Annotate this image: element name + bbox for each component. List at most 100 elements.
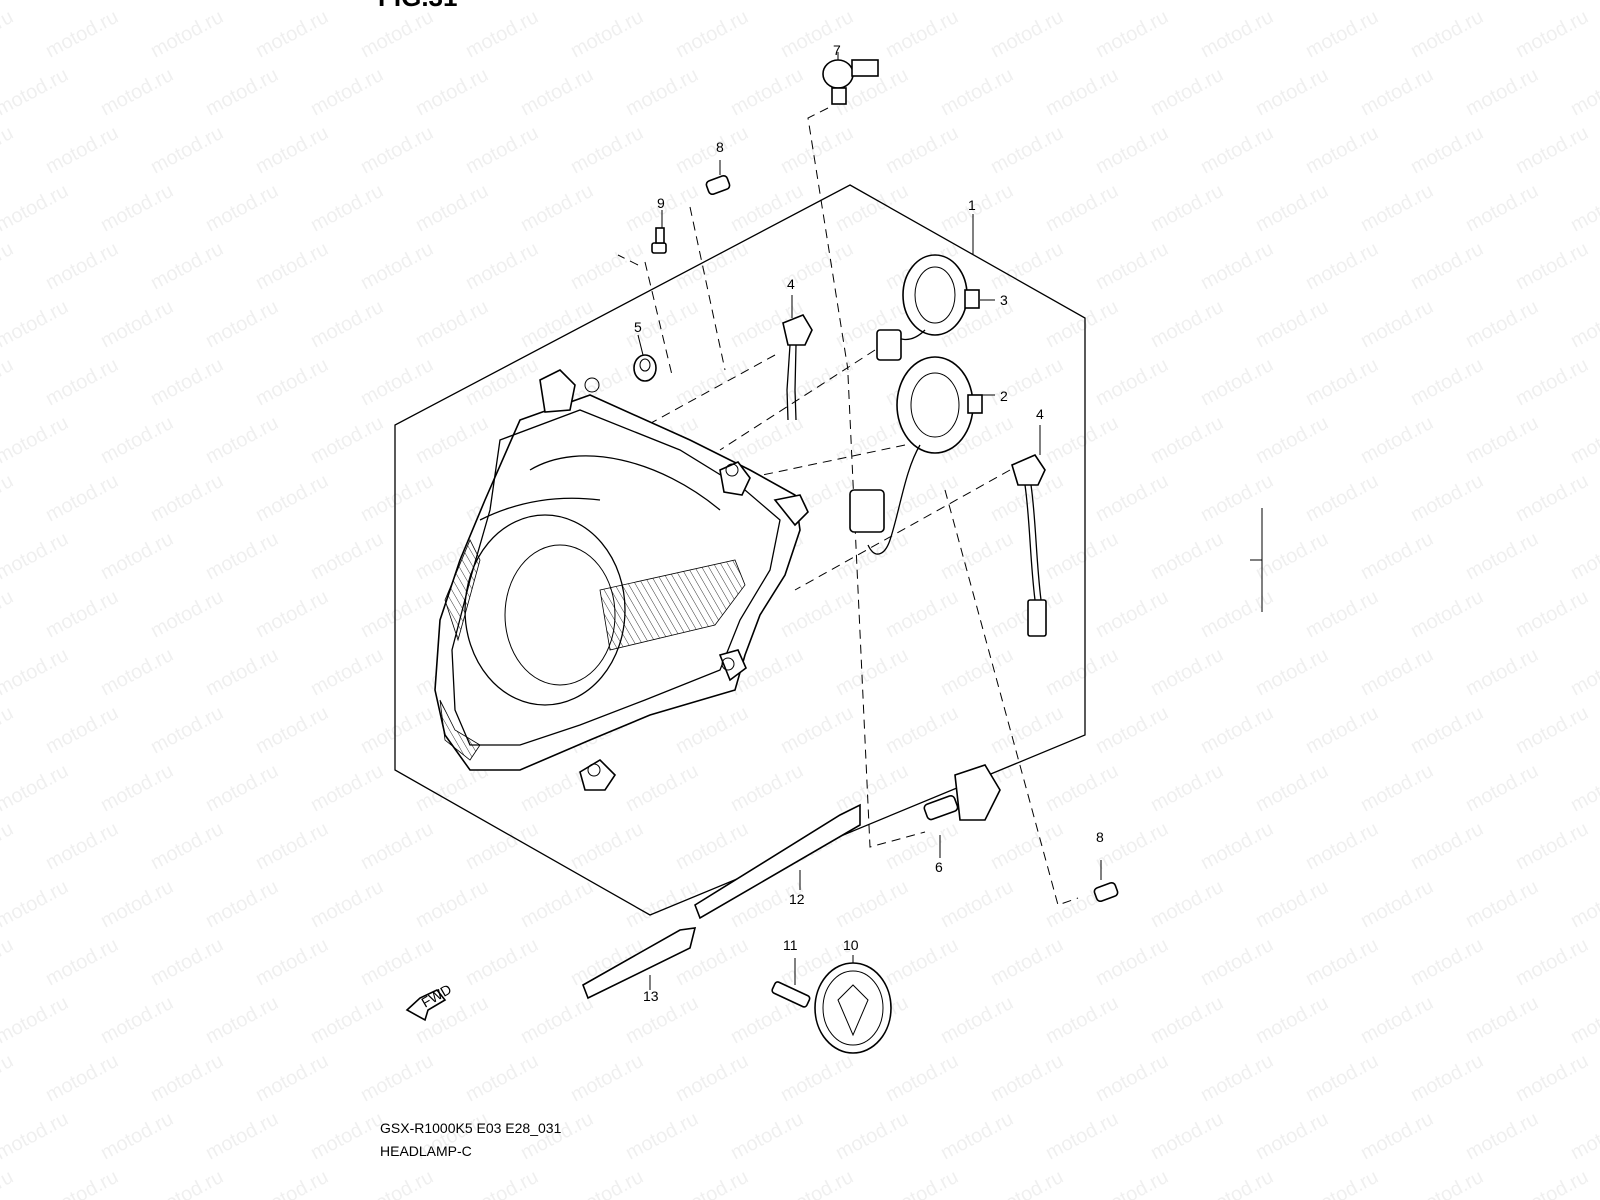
watermark-text: motod.ru <box>1357 876 1437 932</box>
watermark-text: motod.ru <box>1407 470 1487 526</box>
watermark-text: motod.ru <box>1197 1166 1277 1200</box>
watermark-text: motod.ru <box>1092 238 1172 294</box>
watermark-text: motod.ru <box>97 644 177 700</box>
watermark-text: motod.ru <box>147 354 227 410</box>
watermark-text: motod.ru <box>672 1166 752 1200</box>
watermark-text: motod.ru <box>1407 238 1487 294</box>
watermark-text: motod.ru <box>357 238 437 294</box>
watermark-text: motod.ru <box>412 296 492 352</box>
part-8-wedge-bulb-upper <box>705 160 731 196</box>
watermark-text: motod.ru <box>622 992 702 1048</box>
watermark-text: motod.ru <box>832 876 912 932</box>
watermark-text: motod.ru <box>1512 934 1592 990</box>
watermark-text: motod.ru <box>202 992 282 1048</box>
watermark-text: motod.ru <box>97 0 177 4</box>
watermark-text: motod.ru <box>1512 470 1592 526</box>
watermark-text: motod.ru <box>1147 992 1227 1048</box>
watermark-text: motod.ru <box>672 354 752 410</box>
watermark-text: motod.ru <box>42 586 122 642</box>
watermark-text: motod.ru <box>987 122 1067 178</box>
watermark-text: motod.ru <box>1357 528 1437 584</box>
watermark-text: motod.ru <box>252 1050 332 1106</box>
watermark-text: motod.ru <box>987 1166 1067 1200</box>
watermark-text: motod.ru <box>727 412 807 468</box>
watermark-text: motod.ru <box>0 528 72 584</box>
watermark-text: motod.ru <box>0 1166 17 1200</box>
watermark-text: motod.ru <box>1197 586 1277 642</box>
watermark-text: motod.ru <box>777 1166 857 1200</box>
part-4-socket-upper <box>782 295 813 421</box>
watermark-text: motod.ru <box>307 992 387 1048</box>
watermark-text: motod.ru <box>0 296 72 352</box>
watermark-text: motod.ru <box>567 818 647 874</box>
callout-2: 2 <box>1000 388 1008 404</box>
watermark-text: motod.ru <box>307 528 387 584</box>
watermark-text: motod.ru <box>987 934 1067 990</box>
part-11-pin <box>771 958 811 1008</box>
watermark-text: motod.ru <box>357 470 437 526</box>
callout-12: 12 <box>789 891 805 907</box>
watermark-text: motod.ru <box>622 760 702 816</box>
watermark-text: motod.ru <box>252 702 332 758</box>
watermark-text: motod.ru <box>307 1108 387 1164</box>
watermark-text: motod.ru <box>0 238 17 294</box>
watermark-text: motod.ru <box>517 1108 597 1164</box>
watermark-text: motod.ru <box>1512 6 1592 62</box>
watermark-text: motod.ru <box>252 6 332 62</box>
watermark-text: motod.ru <box>202 876 282 932</box>
watermark-text: motod.ru <box>1567 0 1600 4</box>
watermark-text: motod.ru <box>307 760 387 816</box>
watermark-text: motod.ru <box>412 412 492 468</box>
watermark-text: motod.ru <box>567 238 647 294</box>
watermark-text: motod.ru <box>202 412 282 468</box>
part-2-socket-ring <box>849 356 995 555</box>
watermark-text: motod.ru <box>42 702 122 758</box>
watermark-text: motod.ru <box>1252 412 1332 468</box>
watermark-text: motod.ru <box>462 1166 542 1200</box>
watermark-text: motod.ru <box>357 586 437 642</box>
watermark-text: motod.ru <box>42 1050 122 1106</box>
watermark-text: motod.ru <box>1512 586 1592 642</box>
watermark-text: motod.ru <box>517 64 597 120</box>
edge-guide-marks <box>1250 508 1263 612</box>
watermark-text: motod.ru <box>357 702 437 758</box>
watermark-text: motod.ru <box>937 180 1017 236</box>
watermark-text: motod.ru <box>252 818 332 874</box>
watermark-text: motod.ru <box>1407 702 1487 758</box>
watermark-text: motod.ru <box>1252 876 1332 932</box>
watermark-text: motod.ru <box>1567 1108 1600 1164</box>
watermark-text: motod.ru <box>622 0 702 4</box>
part-10-cap <box>814 955 892 1054</box>
watermark-text: motod.ru <box>1462 876 1542 932</box>
watermark-text: motod.ru <box>42 122 122 178</box>
watermark-text: motod.ru <box>252 934 332 990</box>
watermark-text: motod.ru <box>147 1166 227 1200</box>
part-3-socket-ring <box>876 254 995 361</box>
watermark-text: motod.ru <box>832 760 912 816</box>
watermark-text: motod.ru <box>462 238 542 294</box>
watermark-text: motod.ru <box>1462 528 1542 584</box>
watermark-text: motod.ru <box>0 586 17 642</box>
watermark-text: motod.ru <box>97 528 177 584</box>
watermark-text: motod.ru <box>1147 644 1227 700</box>
watermark-text: motod.ru <box>307 296 387 352</box>
watermark-text: motod.ru <box>1512 122 1592 178</box>
part-9-screw <box>651 210 667 254</box>
watermark-text: motod.ru <box>1252 296 1332 352</box>
watermark-text: motod.ru <box>0 702 17 758</box>
watermark-text: motod.ru <box>832 0 912 4</box>
watermark-text: motod.ru <box>1197 238 1277 294</box>
watermark-text: motod.ru <box>1092 702 1172 758</box>
watermark-text: motod.ru <box>1462 180 1542 236</box>
watermark-text: motod.ru <box>1512 238 1592 294</box>
watermark-text: motod.ru <box>462 1050 542 1106</box>
watermark-text: motod.ru <box>832 528 912 584</box>
watermark-text: motod.ru <box>252 238 332 294</box>
watermark-text: motod.ru <box>0 64 72 120</box>
assembly-outline <box>394 184 1086 916</box>
watermark-text: motod.ru <box>307 412 387 468</box>
watermark-text: motod.ru <box>97 1108 177 1164</box>
watermark-text: motod.ru <box>882 934 962 990</box>
